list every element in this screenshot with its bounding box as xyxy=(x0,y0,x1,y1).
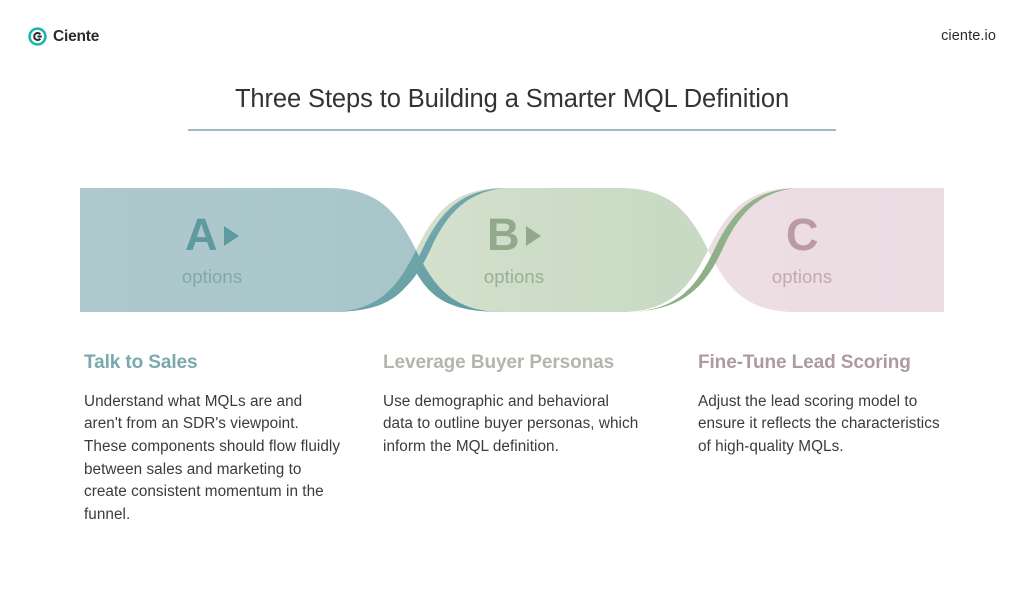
ciente-circle-c-icon xyxy=(28,27,47,46)
ribbon-svg xyxy=(80,188,944,312)
step-heading-1: Talk to Sales xyxy=(84,352,198,373)
page-title-block: Three Steps to Building a Smarter MQL De… xyxy=(188,84,836,131)
step-body-1: Understand what MQLs are and aren't from… xyxy=(84,392,341,523)
step-body-3: Adjust the lead scoring model to ensure … xyxy=(698,392,940,456)
ribbon-segment-a xyxy=(80,188,416,312)
step-body-2: Use demographic and behavioral data to o… xyxy=(383,392,639,456)
ribbon-graphic xyxy=(80,188,944,312)
ribbon-segment-b xyxy=(416,188,708,312)
step-column-2: Leverage Buyer Personas Use demographic … xyxy=(383,352,641,459)
site-url: ciente.io xyxy=(941,28,996,44)
brand-name: Ciente xyxy=(53,27,100,45)
step-heading-2: Leverage Buyer Personas xyxy=(383,352,615,373)
ribbon-twist-a xyxy=(328,188,504,312)
step-column-1: Talk to Sales Understand what MQLs are a… xyxy=(84,352,342,527)
step-column-3: Fine-Tune Lead Scoring Adjust the lead s… xyxy=(698,352,956,459)
ribbon-segment-c xyxy=(708,188,944,312)
brand-logo: Ciente xyxy=(28,27,99,46)
step-columns: Talk to Sales Understand what MQLs are a… xyxy=(0,352,1024,572)
step-heading-3: Fine-Tune Lead Scoring xyxy=(698,352,911,373)
title-underline xyxy=(188,128,836,131)
page-title: Three Steps to Building a Smarter MQL De… xyxy=(234,85,790,113)
